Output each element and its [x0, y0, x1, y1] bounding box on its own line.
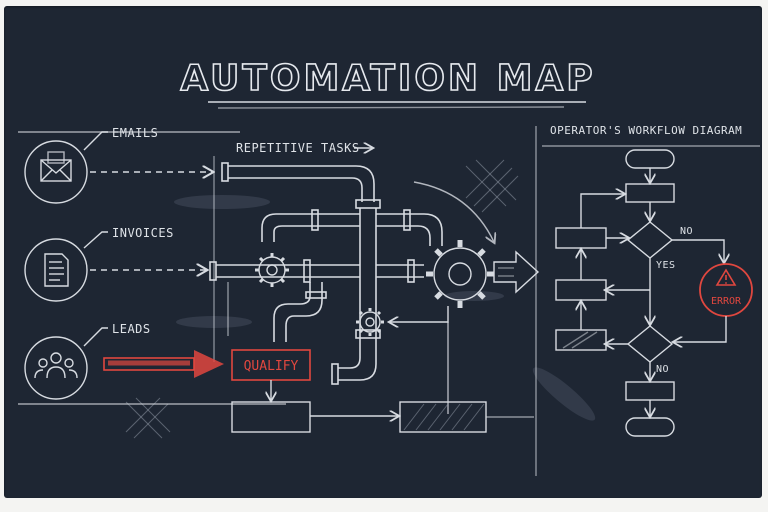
gear-icon — [356, 308, 384, 336]
no-label-2: NO — [656, 364, 669, 375]
workflow-flowchart: NO YES ERROR NO — [555, 149, 753, 437]
step-box — [555, 227, 607, 249]
emails-node: EMAILS — [24, 126, 212, 204]
end-terminal — [625, 417, 675, 437]
invoices-label: INVOICES — [112, 226, 174, 240]
chalkboard: AUTOMATION MAP EMAILS INVOICES — [4, 6, 762, 498]
step-box — [555, 279, 607, 301]
leads-red-arrow — [103, 350, 224, 378]
decision-diamond — [626, 325, 674, 363]
people-icon — [34, 352, 78, 379]
gear-icon — [426, 240, 494, 308]
error-label: ERROR — [711, 296, 742, 307]
envelope-icon — [40, 151, 72, 182]
invoices-circle — [24, 238, 88, 302]
pipe-flange — [221, 162, 229, 182]
workflow-title: OPERATOR'S WORKFLOW DIAGRAM — [550, 124, 742, 137]
qualify-label: QUALIFY — [244, 359, 299, 374]
cross-hatch-top — [465, 159, 519, 213]
emails-circle — [24, 140, 88, 204]
document-icon — [44, 253, 69, 287]
step-box — [625, 183, 675, 203]
step-box — [625, 381, 675, 401]
decision-diamond — [626, 221, 674, 259]
page-title: AUTOMATION MAP — [180, 58, 595, 99]
invoices-node: INVOICES — [24, 226, 206, 302]
pipe-network — [209, 162, 443, 385]
leads-label: LEADS — [112, 322, 151, 336]
automation-map-diagram: AUTOMATION MAP EMAILS INVOICES — [18, 57, 760, 476]
hatched-box — [399, 401, 487, 433]
no-label: NO — [680, 226, 693, 237]
leads-circle — [24, 336, 88, 400]
repetitive-tasks-label: REPETITIVE TASKS — [236, 141, 360, 155]
gear-icon — [255, 253, 289, 287]
emails-label: EMAILS — [112, 126, 158, 140]
yes-label: YES — [656, 260, 676, 271]
error-node: ERROR — [699, 263, 753, 317]
start-terminal — [625, 149, 675, 169]
hollow-arrow — [493, 250, 540, 294]
leads-node: LEADS — [24, 322, 224, 400]
process-box — [231, 401, 311, 433]
warning-icon — [715, 268, 737, 286]
